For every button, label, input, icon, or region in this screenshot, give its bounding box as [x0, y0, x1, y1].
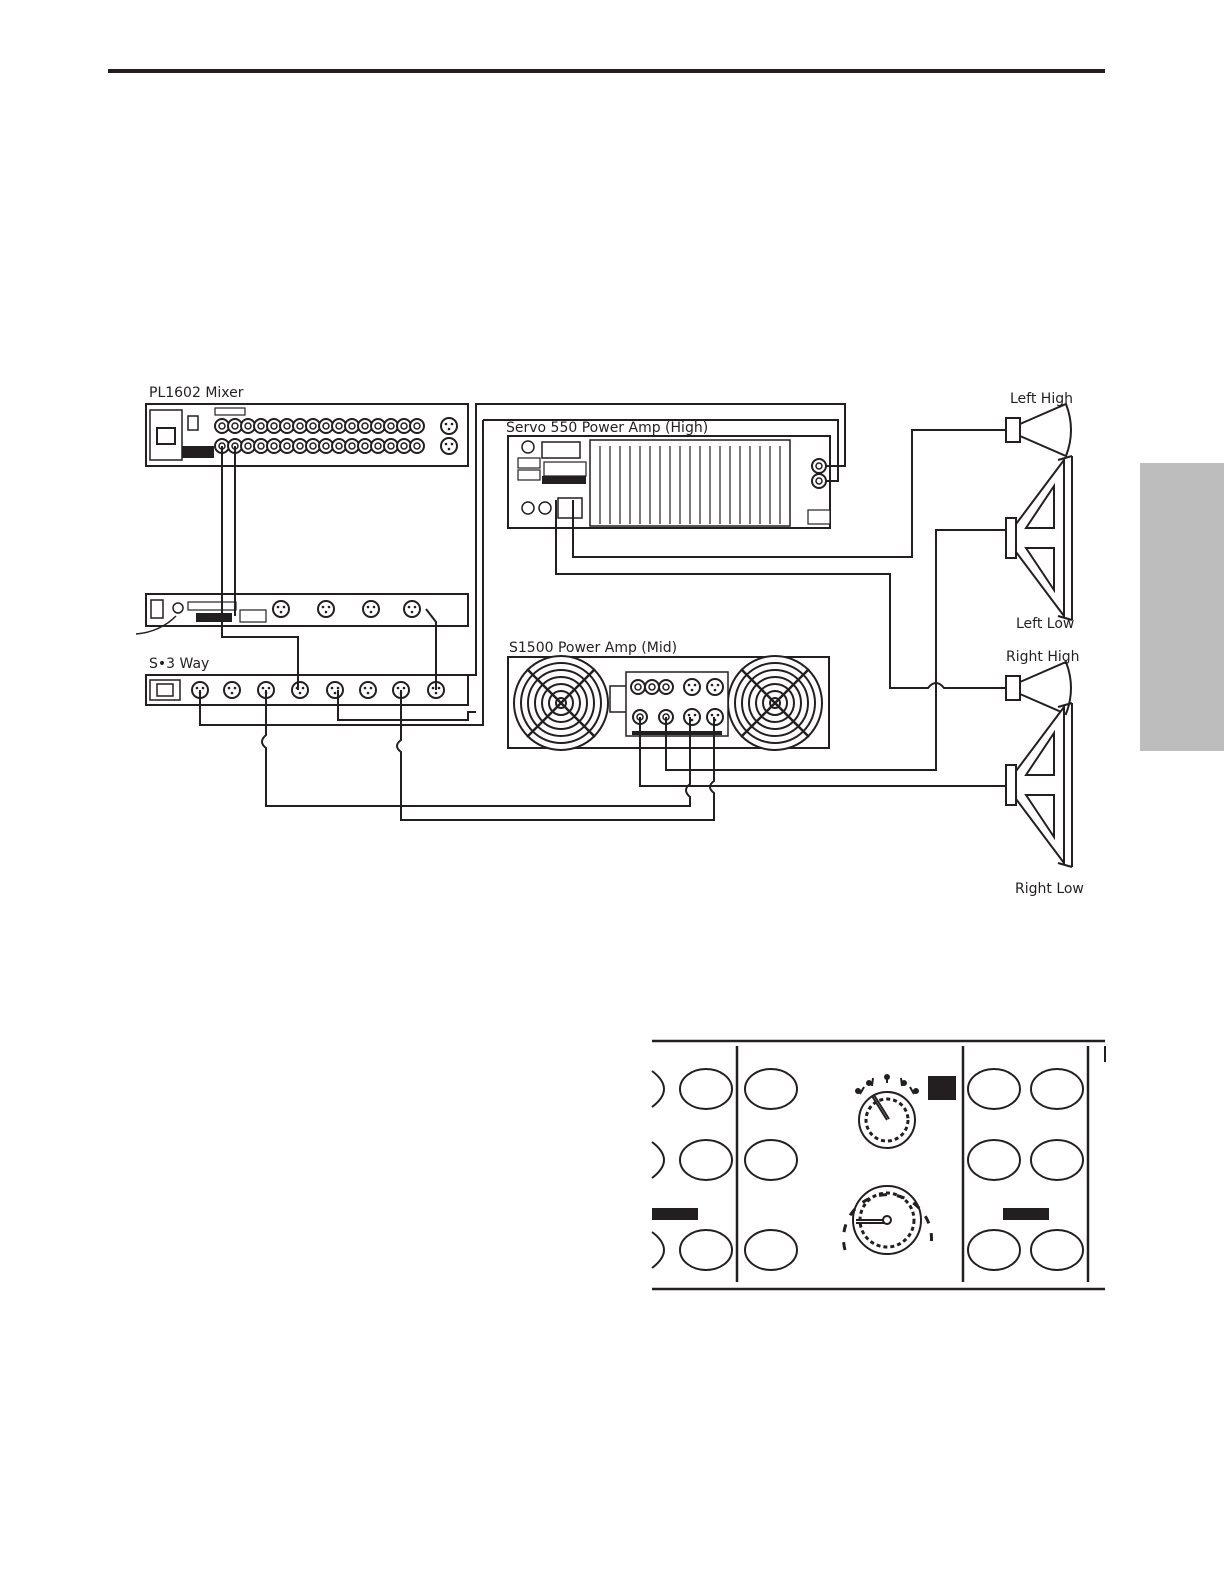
- fan-grille-icon: [728, 656, 822, 750]
- horn-speaker-icon: [1006, 404, 1071, 456]
- cone-speaker-icon: [1006, 456, 1072, 620]
- s1500-amp-unit: S1500 Power Amp (Mid): [508, 640, 829, 750]
- right-high-label: Right High: [1006, 649, 1080, 665]
- mixer-unit: PL1602 Mixer: [146, 385, 468, 466]
- servo-amp-unit: Servo 550 Power Amp (High): [506, 420, 830, 528]
- rotary-knob-icon: [856, 1075, 918, 1148]
- front-panel-detail: [652, 1041, 1105, 1289]
- right-low-label: Right Low: [1015, 881, 1084, 897]
- fan-grille-icon: [514, 656, 608, 750]
- left-low-label: Left Low: [1016, 616, 1074, 632]
- speaker-left-high: Left High: [1006, 391, 1073, 456]
- s1500-label: S1500 Power Amp (Mid): [509, 640, 677, 656]
- mixer-label: PL1602 Mixer: [149, 385, 244, 401]
- speaker-left-low: Left Low: [1006, 456, 1074, 632]
- cone-speaker-icon: [1006, 703, 1072, 867]
- left-high-label: Left High: [1010, 391, 1073, 407]
- servo-label: Servo 550 Power Amp (High): [506, 420, 708, 436]
- speaker-right-low: Right Low: [1006, 703, 1084, 897]
- rotary-knob-icon: [844, 1186, 932, 1254]
- rack-unit: [136, 594, 468, 634]
- s3way-unit: S•3 Way: [146, 656, 468, 705]
- s3way-label: S•3 Way: [149, 656, 209, 672]
